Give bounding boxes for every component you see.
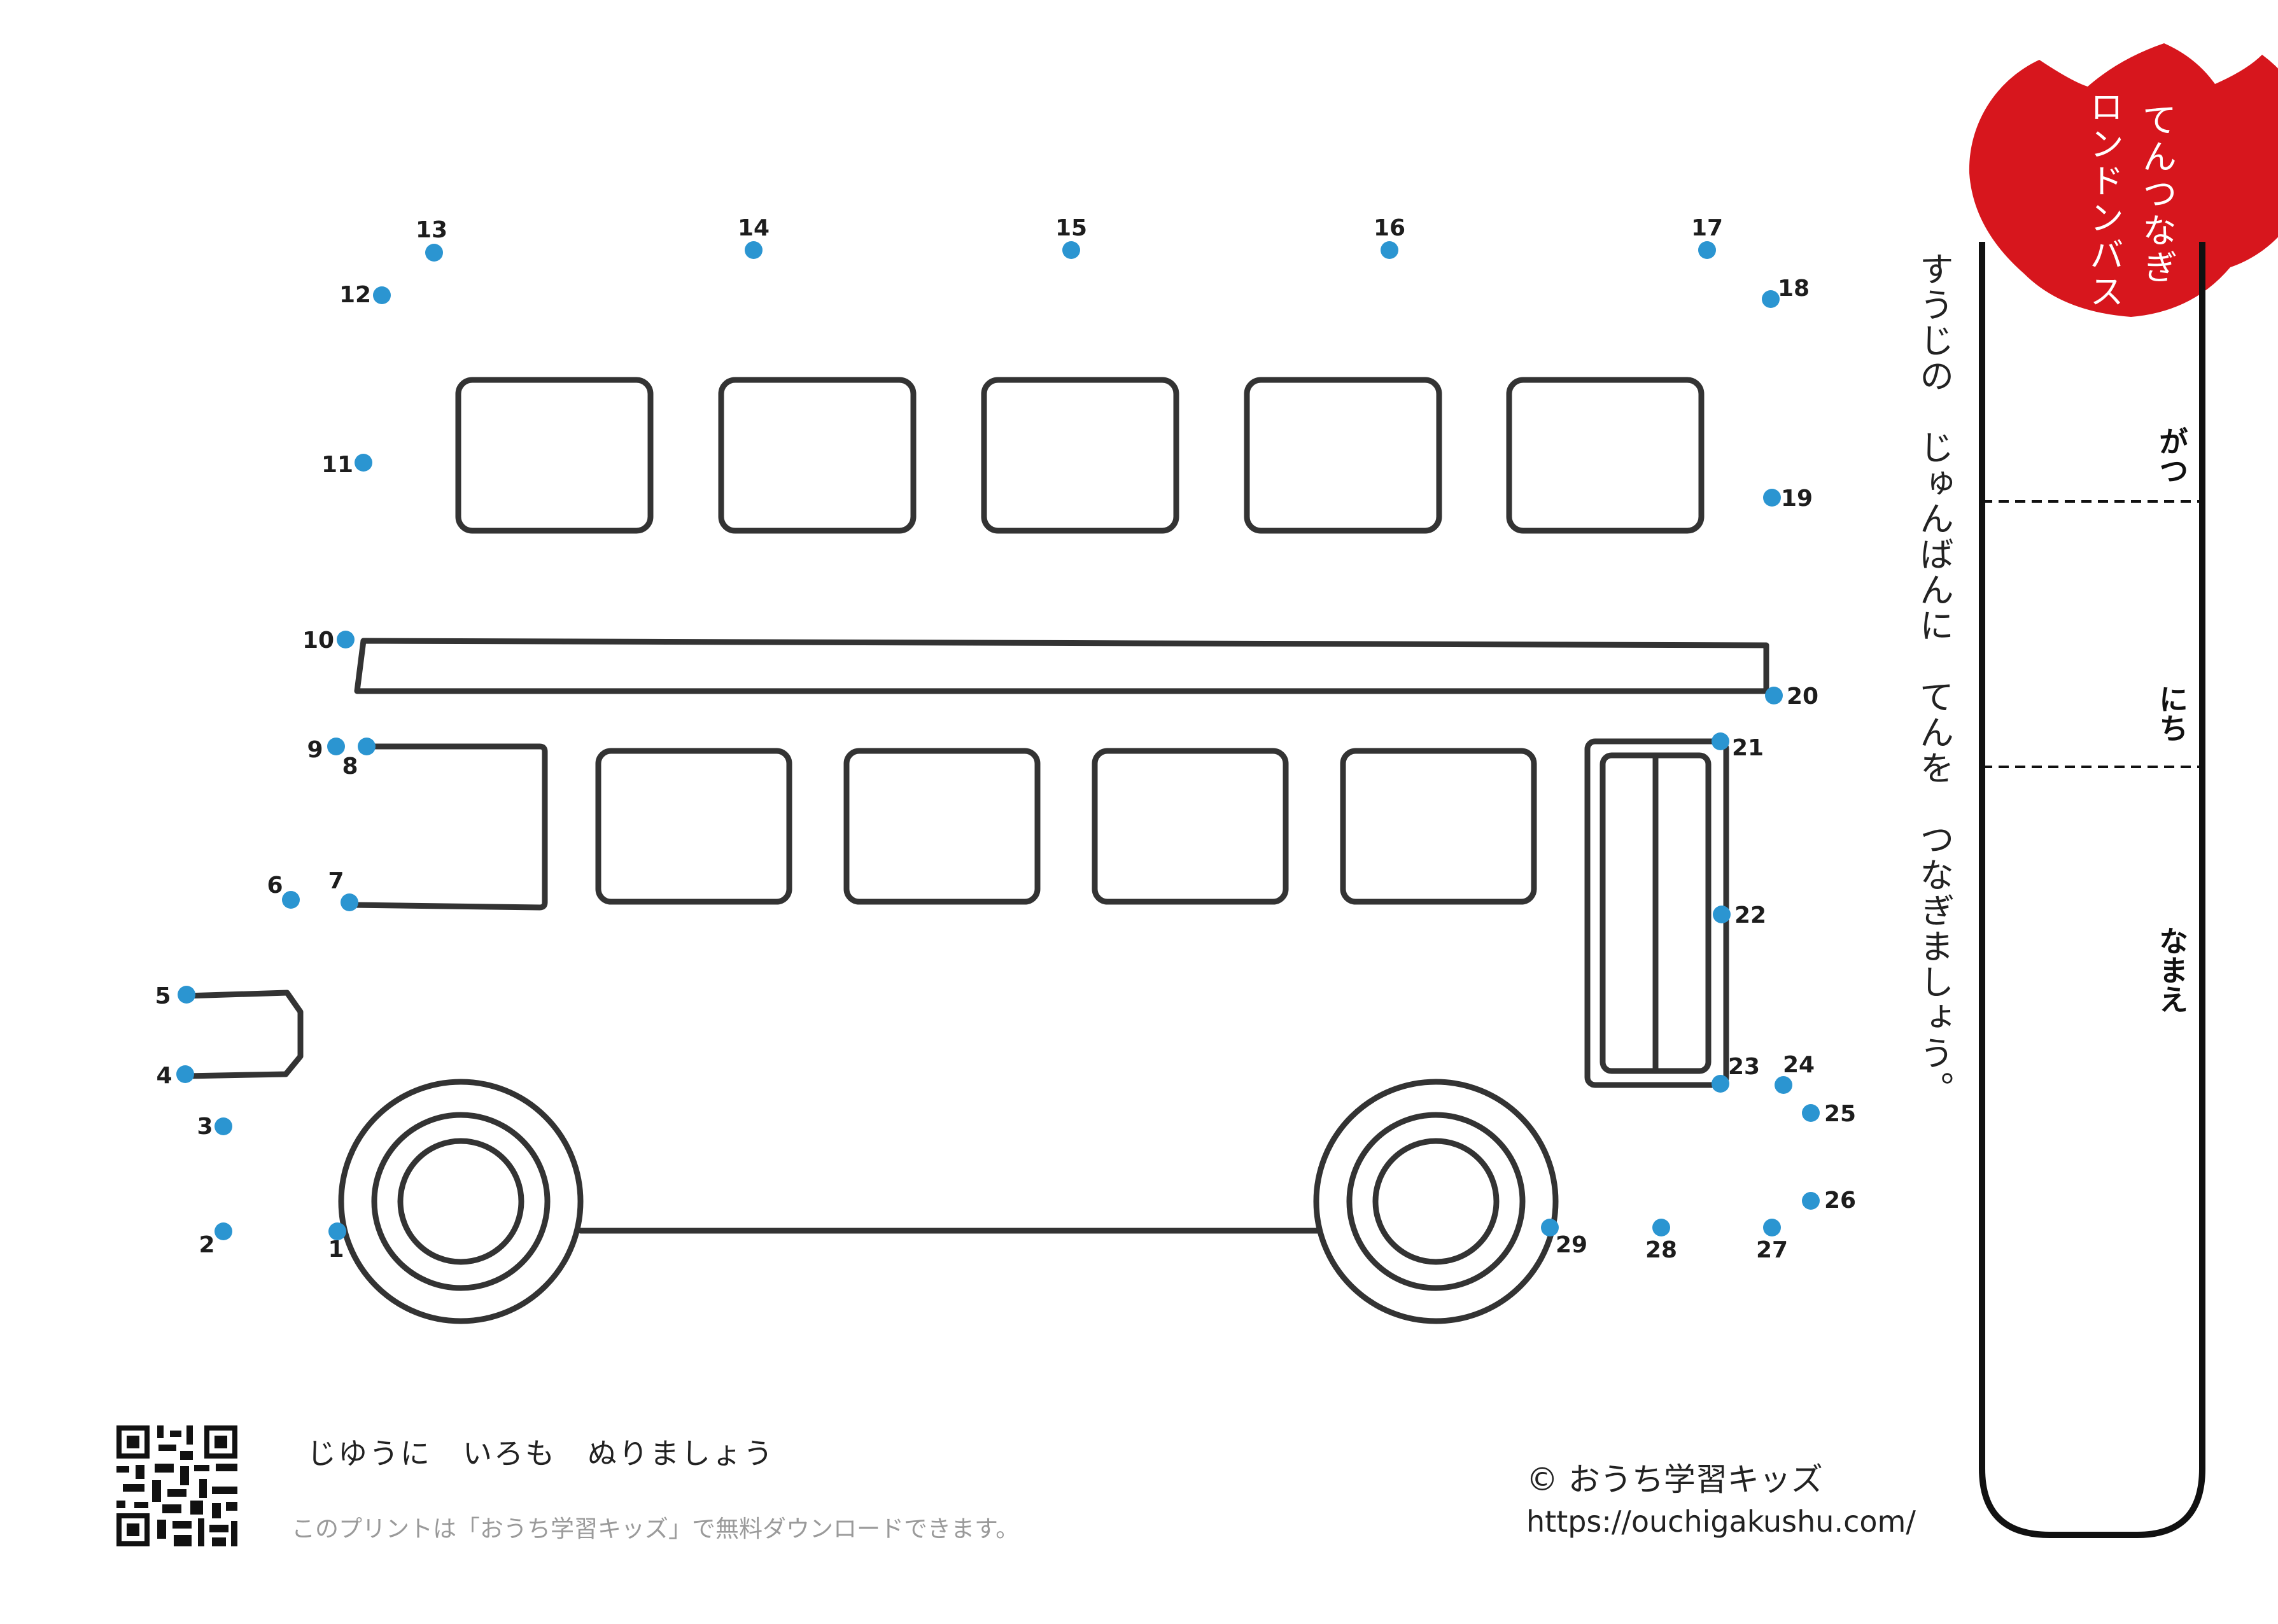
dot-label-24: 24 (1783, 1052, 1815, 1078)
dot-19 (1763, 489, 1781, 507)
dot-18 (1762, 290, 1780, 308)
dot-22 (1713, 906, 1731, 923)
dot-26 (1802, 1192, 1820, 1210)
download-notice: このプリントは「おうち学習キッズ」で無料ダウンロードできます。 (292, 1515, 1020, 1543)
lower-window-4 (1340, 748, 1537, 905)
dot-20 (1765, 687, 1783, 704)
dot-23 (1712, 1075, 1729, 1093)
dot-label-15: 15 (1055, 215, 1087, 241)
upper-window-5 (1506, 377, 1705, 534)
day-label: にち (2155, 684, 2189, 743)
copyright-text: © おうち学習キッズ (1526, 1461, 1823, 1498)
coloring-instruction: じゆうに いろも ぬりましょう (307, 1436, 775, 1471)
dot-6 (282, 891, 300, 909)
dot-label-16: 16 (1374, 215, 1405, 241)
dot-16 (1381, 241, 1398, 259)
lower-window-3 (1092, 748, 1289, 905)
dot-15 (1062, 241, 1080, 259)
dot-10 (337, 631, 355, 648)
dot-label-28: 28 (1645, 1237, 1677, 1263)
dot-21 (1712, 732, 1729, 750)
dot-1 (328, 1222, 346, 1240)
upper-window-1 (455, 377, 654, 534)
dot-17 (1698, 241, 1716, 259)
dot-label-23: 23 (1728, 1054, 1760, 1080)
front-wheel (338, 1079, 584, 1324)
upper-window-3 (981, 377, 1179, 534)
dot-label-19: 19 (1781, 486, 1813, 512)
dot-label-11: 11 (321, 452, 353, 478)
deck-divider (354, 638, 1769, 694)
name-strip-frame (1979, 242, 2205, 1538)
headlight (183, 990, 304, 1079)
dot-label-3: 3 (197, 1114, 213, 1140)
site-url-link[interactable]: https://ouchigakushu.com/ (1526, 1504, 1916, 1539)
dot-13 (425, 244, 443, 262)
dot-label-5: 5 (155, 983, 171, 1009)
dot-9 (327, 738, 345, 755)
dot-label-17: 17 (1691, 215, 1723, 241)
dot-8 (358, 738, 376, 755)
title-badge: てんつなぎ ロンドンバス (1969, 43, 2278, 317)
dot-4 (176, 1065, 194, 1083)
name-label: なまえ (2155, 926, 2189, 1014)
badge-title: てんつなぎ (2137, 102, 2177, 286)
lower-window-2 (843, 748, 1041, 905)
dot-25 (1802, 1104, 1820, 1122)
dot-label-8: 8 (342, 753, 358, 780)
dot-label-27: 27 (1756, 1237, 1788, 1263)
dot-label-6: 6 (267, 872, 283, 899)
dot-label-9: 9 (307, 737, 323, 763)
dot-label-18: 18 (1778, 276, 1810, 302)
dot-14 (745, 241, 763, 259)
lower-window-1 (595, 748, 792, 905)
name-strip: がつ にち なまえ (1979, 242, 2205, 1538)
upper-window-2 (718, 377, 917, 534)
upper-window-4 (1244, 377, 1442, 534)
rear-wheel (1313, 1079, 1559, 1324)
dot-27 (1763, 1219, 1781, 1236)
dot-28 (1652, 1219, 1670, 1236)
dot-label-14: 14 (738, 215, 770, 241)
dot-2 (214, 1222, 232, 1240)
dot-24 (1775, 1076, 1792, 1094)
dot-label-4: 4 (156, 1063, 172, 1089)
dot-label-26: 26 (1824, 1187, 1856, 1214)
dot-5 (178, 986, 195, 1004)
bus-drawing (183, 377, 1769, 1324)
dot-label-12: 12 (339, 282, 371, 308)
dot-label-10: 10 (302, 627, 334, 654)
dot-label-2: 2 (199, 1232, 214, 1258)
dot-12 (373, 286, 391, 304)
dot-3 (214, 1117, 232, 1135)
dot-label-1: 1 (328, 1236, 344, 1263)
dot-label-22: 22 (1734, 902, 1766, 928)
dot-label-29: 29 (1556, 1232, 1587, 1258)
dot-label-13: 13 (416, 217, 447, 243)
dot-label-20: 20 (1787, 683, 1818, 710)
badge-subtitle: ロンドンバス (2084, 89, 2124, 311)
dot-11 (355, 454, 372, 472)
dot-label-25: 25 (1824, 1101, 1856, 1127)
dot-label-7: 7 (328, 868, 344, 894)
dot-label-21: 21 (1732, 735, 1764, 761)
qr-code-icon (116, 1425, 237, 1546)
front-window (348, 743, 548, 911)
dot-7 (341, 893, 358, 911)
dot-29 (1541, 1219, 1559, 1236)
instruction-text: すうじの じゅんばんに てんを つなぎましょう。 (1914, 251, 1954, 1107)
month-label: がつ (2155, 426, 2189, 485)
